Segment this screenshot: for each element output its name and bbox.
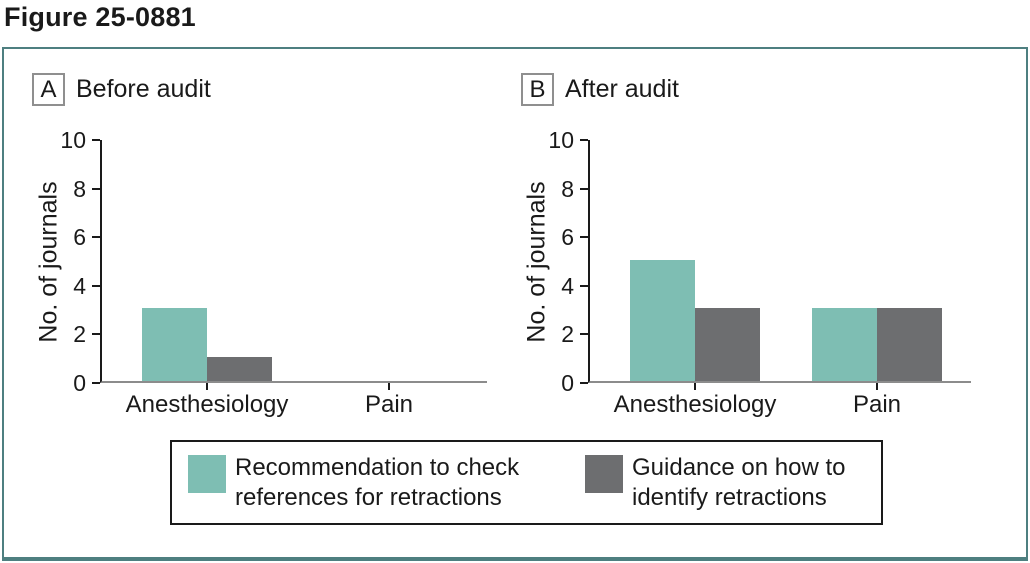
x-axis-tick [694,383,696,390]
x-axis-tick [876,383,878,390]
y-tick-label: 8 [561,175,574,202]
panel-a-header: A Before audit [32,73,211,106]
y-tick-label: 4 [561,272,574,299]
bar-teal-anesthesiology [630,259,695,381]
panel-b-title: After audit [565,75,679,103]
y-tick-label: 10 [548,127,574,153]
y-tick-label: 4 [73,272,86,299]
figure-title: Figure 25-0881 [4,2,196,32]
y-axis-tick [92,236,100,239]
y-axis-tick [580,284,588,287]
y-tick-label: 8 [73,175,86,202]
x-category-label: Anesthesiology [125,391,289,418]
y-tick-label: 2 [561,321,574,348]
panel-b-header: B After audit [521,73,679,106]
bar-teal-pain [812,308,877,381]
y-tick-label: 0 [73,370,86,396]
figure-frame: A Before audit B After audit No. of jour… [2,47,1028,561]
y-tick-label: 0 [561,370,574,396]
legend-swatch-gray [585,455,623,493]
y-tick-label: 6 [561,224,574,251]
y-axis-tick [92,284,100,287]
y-tick-label: 2 [73,321,86,348]
y-tick-label: 6 [73,224,86,251]
y-axis-tick [92,382,100,384]
y-axis-tick [92,187,100,190]
legend-swatch-teal [188,455,226,493]
legend-label: Recommendation to check references for r… [235,454,520,511]
y-tick-label: 10 [60,127,86,153]
y-axis-tick [580,139,588,141]
x-axis-tick [206,383,208,390]
y-axis-tick [580,187,588,190]
panel-a-title: Before audit [76,75,211,103]
y-axis-tick [92,333,100,336]
bar-gray-anesthesiology [207,356,272,381]
y-axis-tick [580,236,588,239]
legend-item: Guidance on how to identify retractions [585,454,846,513]
legend-label: Guidance on how to identify retractions [632,454,846,511]
x-category-label: Pain [852,391,902,418]
y-axis-tick [92,139,100,141]
y-axis-tick [580,382,588,384]
bar-teal-anesthesiology [142,308,207,381]
bar-gray-anesthesiology [695,308,760,381]
bar-gray-pain [877,308,942,381]
legend-item: Recommendation to check references for r… [188,454,520,513]
chart-legend: Recommendation to check references for r… [170,440,883,525]
x-category-label: Anesthesiology [613,391,777,418]
panel-b-letter-badge: B [521,73,554,106]
x-category-label: Pain [364,391,414,418]
x-axis-tick [388,383,390,390]
y-axis-tick [580,333,588,336]
panel-a-letter-badge: A [32,73,65,106]
